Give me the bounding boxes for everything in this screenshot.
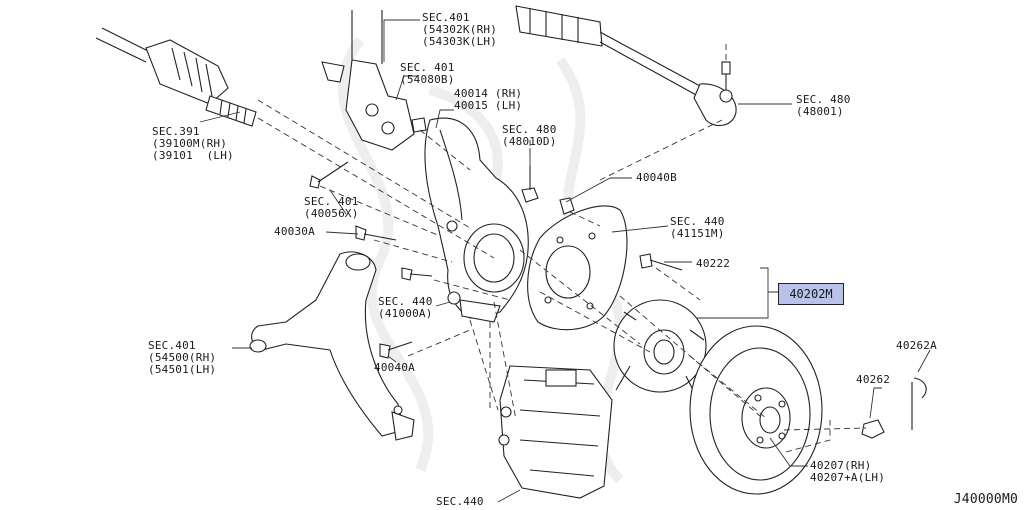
label-sec440-41000a: SEC. 440(41000A)	[378, 295, 433, 320]
lower-control-arm	[249, 251, 415, 441]
label-40014: 40014 (RH)40015 (LH)	[454, 87, 523, 112]
leader-lines	[199, 19, 931, 503]
label-sec440-caliper: SEC.440	[436, 495, 484, 508]
hub-assembly-callout-box[interactable]: 40202M	[778, 283, 844, 305]
label-sec480-48010d: SEC. 480(48010D)	[502, 123, 557, 148]
assembly-lines	[257, 40, 867, 453]
label-40030a: 40030A	[274, 225, 315, 238]
label-sec401-40056x: SEC. 401(40056X)	[304, 195, 359, 220]
label-40207: 40207(RH)40207+A(LH)	[810, 459, 886, 484]
label-sec401-54080b: SEC. 401(54080B)	[400, 61, 455, 86]
brake-caliper	[498, 365, 613, 499]
drive-shaft	[95, 27, 257, 127]
label-sec401-arm: SEC.401(54500(RH)(54501(LH)	[148, 339, 217, 376]
label-40262a: 40262A	[896, 339, 937, 352]
label-sec391: SEC.391(39100M(RH)(39101 (LH)	[152, 125, 234, 162]
fasteners	[309, 117, 927, 439]
label-sec440-41151m: SEC. 440(41151M)	[670, 215, 725, 240]
baffle-plate	[527, 205, 628, 331]
label-sec401-knuckle: SEC.401(54302K(RH)(54303K(LH)	[422, 11, 498, 48]
strut-bracket	[321, 10, 415, 151]
label-40040a: 40040A	[374, 361, 415, 374]
diagram-code: J40000M0	[953, 492, 1018, 507]
label-40222: 40222	[696, 257, 731, 270]
label-40040b: 40040B	[636, 171, 677, 184]
label-sec480-48001: SEC. 480(48001)	[796, 93, 851, 118]
hub-assembly	[613, 299, 707, 393]
label-40262: 40262	[856, 373, 891, 386]
tie-rod	[515, 5, 737, 127]
